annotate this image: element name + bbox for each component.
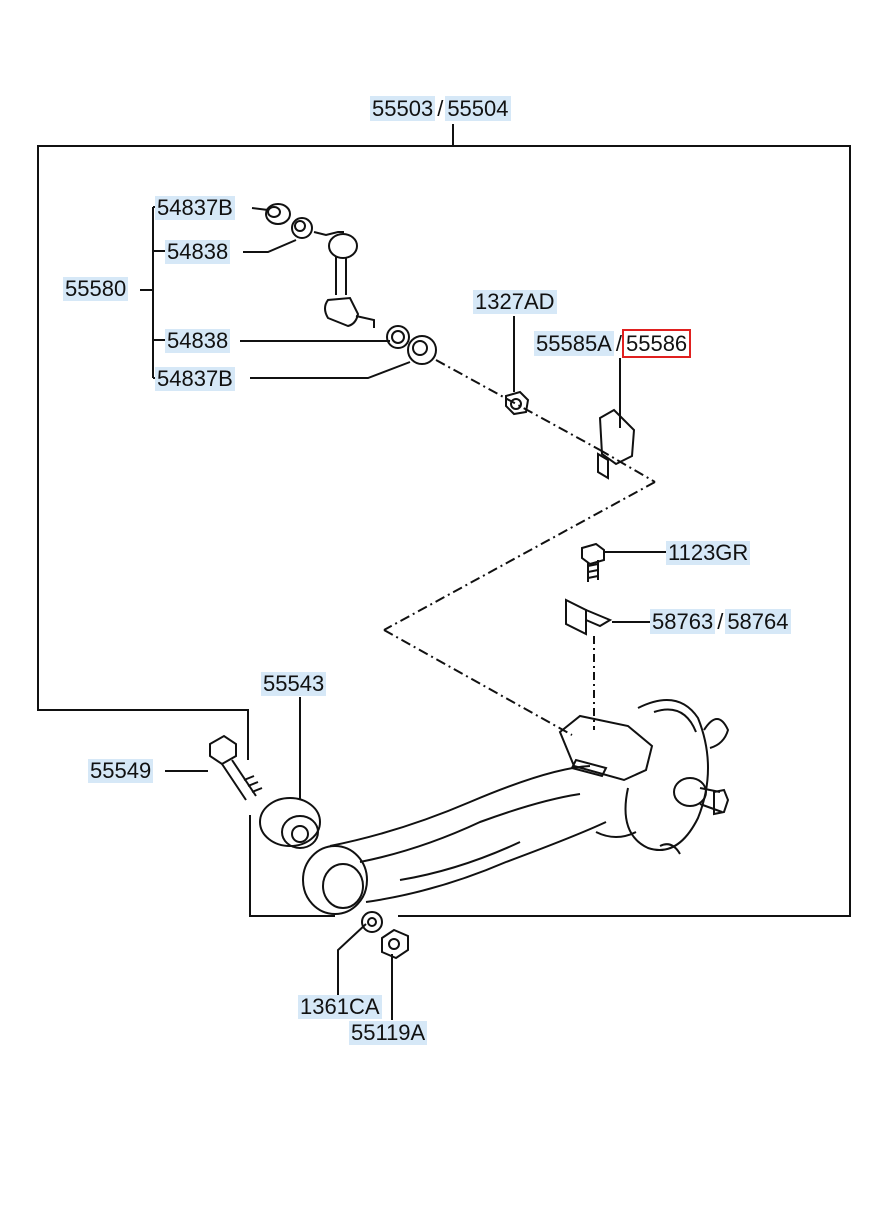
bolt-55549-icon bbox=[209, 734, 263, 801]
part-number-54838-top[interactable]: 54838 bbox=[165, 239, 231, 264]
part-number-55504[interactable]: 55504 bbox=[445, 96, 511, 121]
assembly-frame-bottom-line bbox=[249, 815, 335, 917]
leader-54837b-top bbox=[251, 207, 269, 211]
trailing-arm-icon bbox=[302, 699, 730, 915]
nut-1327ad-icon bbox=[505, 390, 530, 416]
part-number-55543[interactable]: 55543 bbox=[261, 671, 327, 696]
part-number-1327ad[interactable]: 1327AD bbox=[473, 289, 557, 314]
part-number-55585a[interactable]: 55585A bbox=[534, 331, 614, 356]
part-label-58763-58764: 58763/58764 bbox=[650, 609, 791, 634]
part-number-55503[interactable]: 55503 bbox=[370, 96, 436, 121]
part-separator: / bbox=[717, 609, 724, 634]
leader-54837b-bottom bbox=[250, 361, 411, 379]
bolt-1123gr-icon bbox=[581, 542, 605, 582]
part-label-55503-55504: 55503/55504 bbox=[370, 96, 511, 121]
part-number-54838-bottom[interactable]: 54838 bbox=[165, 328, 231, 353]
part-separator: / bbox=[615, 331, 622, 356]
part-number-55119a[interactable]: 55119A bbox=[349, 1020, 428, 1045]
assembly-frame-left-line bbox=[37, 145, 453, 760]
part-number-55580[interactable]: 55580 bbox=[63, 276, 129, 301]
part-number-1123gr[interactable]: 1123GR bbox=[666, 540, 751, 565]
part-number-58764[interactable]: 58764 bbox=[725, 609, 791, 634]
part-number-54837b-top[interactable]: 54837B bbox=[155, 195, 235, 220]
leader-54838-top bbox=[243, 239, 297, 253]
part-number-55586-selected[interactable]: 55586 bbox=[621, 329, 692, 358]
part-number-58763[interactable]: 58763 bbox=[650, 609, 716, 634]
bushing-55543-icon bbox=[259, 797, 321, 849]
washer-1361ca-icon bbox=[361, 911, 383, 933]
stabilizer-link-icon bbox=[313, 231, 375, 328]
part-number-1361ca[interactable]: 1361CA bbox=[298, 994, 382, 1019]
nut-55119a-icon bbox=[381, 928, 409, 960]
bracket-55585a-icon bbox=[597, 408, 636, 480]
part-number-54837b-bottom[interactable]: 54837B bbox=[155, 366, 235, 391]
part-number-55549[interactable]: 55549 bbox=[88, 758, 154, 783]
link-bushing-bottom-icon bbox=[386, 325, 437, 365]
part-label-55585a-55586: 55585A/55586 bbox=[534, 329, 692, 358]
leader-1361ca bbox=[337, 923, 367, 1000]
bracket-58763-icon bbox=[565, 598, 613, 636]
link-bushing-top-icon bbox=[265, 203, 313, 239]
assembly-frame-line bbox=[398, 124, 851, 917]
part-separator: / bbox=[437, 96, 444, 121]
